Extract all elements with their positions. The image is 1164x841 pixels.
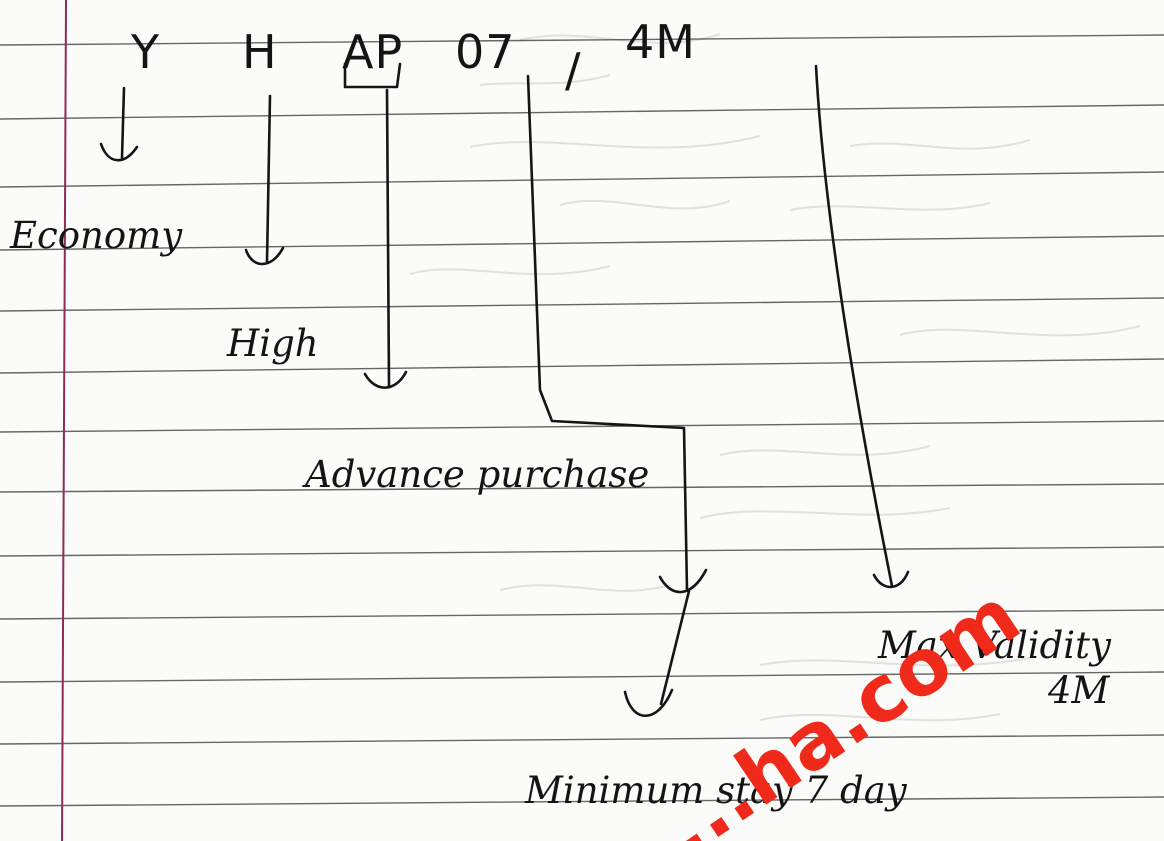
max-validity-arrow-head: [872, 570, 910, 589]
code-separator: /: [565, 43, 582, 97]
economy-arrow: [120, 86, 126, 160]
margin-line: [61, 0, 67, 841]
code-part-4m: 4M: [625, 15, 696, 69]
code-part-ap: AP: [342, 25, 403, 79]
advance-purchase-bracket: [343, 62, 402, 89]
minimum-stay-connector: [526, 74, 689, 592]
minimum-stay-second-arrow-head: [623, 688, 674, 718]
connector-strokes: [99, 62, 910, 718]
max-validity-label: Max Validity: [877, 624, 1112, 667]
max-validity-value: 4M: [1047, 669, 1111, 712]
high-arrow: [265, 94, 272, 264]
economy-label: Economy: [9, 214, 183, 257]
high-arrow-head: [244, 246, 285, 266]
advance-purchase-label: Advance purchase: [302, 453, 649, 496]
code-part-h: H: [242, 25, 278, 79]
advance-purchase-arrow: [385, 88, 391, 388]
advance-purchase-arrow-head: [363, 370, 408, 389]
fare-basis-code: Y H AP 07 / 4M: [130, 15, 696, 97]
code-part-07: 07: [455, 25, 516, 79]
high-label: High: [226, 322, 319, 365]
code-part-y: Y: [130, 25, 160, 79]
minimum-stay-label: Minimum stay 7 day: [524, 769, 908, 812]
minimum-stay-arrow: [659, 589, 691, 706]
economy-arrow-head: [99, 142, 139, 162]
faint-back-page-writing: [409, 33, 1141, 722]
annotation-labels: Economy High Advance purchase Max Validi…: [9, 214, 1112, 812]
max-validity-connector: [814, 64, 894, 588]
minimum-stay-arrow-head: [658, 568, 708, 594]
